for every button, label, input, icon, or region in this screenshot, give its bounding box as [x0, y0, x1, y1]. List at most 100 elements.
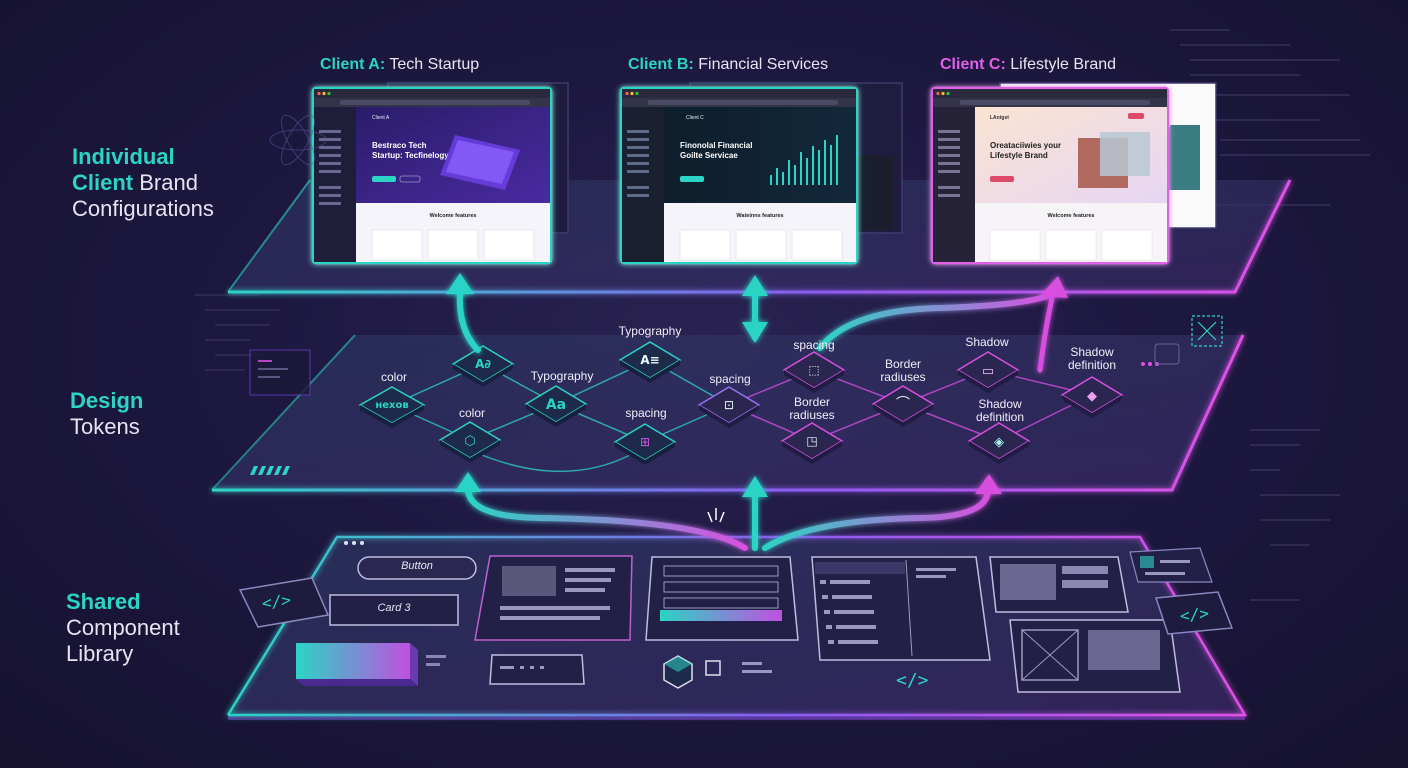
token-glyph-spacing-mid: ⊡	[724, 398, 734, 412]
client-c-section-title: Welcome features	[1048, 213, 1095, 219]
token-label-typography-2: Typography	[618, 324, 682, 338]
code-panel-left	[249, 349, 311, 396]
component-code-left	[238, 577, 330, 628]
sparkle-icon	[707, 508, 725, 523]
client-layer-label: Individual Client Brand Configurations	[72, 144, 214, 222]
arrow-token-to-client-a	[456, 289, 481, 353]
token-label-color-1: color	[380, 370, 408, 384]
client-c-title: Client C: Lifestyle Brand	[940, 56, 1116, 74]
client-b-prefix: Client B:	[628, 56, 694, 73]
component-table	[811, 556, 991, 661]
token-glyph-hex: нexoв	[375, 400, 408, 411]
component-form	[645, 556, 799, 641]
flow-arrows	[446, 273, 1068, 551]
token-glyph-spacing-low: ⊞	[640, 435, 650, 449]
token-glyph-border-low: ◳	[806, 434, 817, 448]
token-layer-label: Design Tokens	[70, 388, 143, 440]
token-label-shadow-def-1: Shadow definition	[975, 397, 1025, 424]
client-b-title: Client B: Financial Services	[628, 56, 828, 74]
token-color-hex-shape	[438, 421, 502, 463]
client-a-nav-title: Client A	[372, 115, 390, 121]
component-card	[329, 594, 459, 626]
token-label-shadow: Shadow	[965, 335, 1009, 349]
code-icon-right: </>	[1180, 603, 1209, 626]
client-c-prefix: Client C:	[940, 56, 1006, 73]
client-a-title: Client A: Tech Startup	[320, 56, 479, 74]
token-spacing-low	[613, 423, 677, 465]
token-typography-top	[618, 341, 682, 383]
window-dots	[344, 541, 364, 545]
token-label-shadow-def-2: Shadow definition	[1067, 345, 1117, 372]
component-card-label: Card 3	[377, 602, 411, 614]
token-spacing-top	[782, 351, 846, 393]
client-b-section-title: Wateinns features	[736, 213, 783, 219]
client-layer-edge	[228, 179, 1292, 294]
token-color-hex	[358, 386, 426, 428]
arrow-library-to-token-right	[762, 489, 991, 551]
token-layer-label-line2: Tokens	[70, 414, 140, 439]
component-mini-button	[489, 654, 585, 685]
token-glyph-aa: Aa	[546, 397, 566, 413]
token-label-border-2: Border radiuses	[880, 357, 926, 384]
component-button	[357, 556, 477, 580]
client-c-nav-title: LAntgst	[990, 115, 1009, 121]
component-cube-icon	[663, 655, 772, 689]
component-image-card	[989, 556, 1129, 613]
client-layer-label-brand: Brand	[133, 170, 198, 195]
code-icon-left: </>	[262, 589, 291, 614]
token-glyph-border-mid: ⌒	[896, 396, 910, 412]
token-border-mid	[871, 385, 935, 427]
token-glyph-shadow-right: ◆	[1087, 389, 1097, 404]
token-typography-aa	[524, 385, 588, 427]
token-shadow-top	[956, 351, 1020, 393]
library-layer-label-line3: Library	[66, 641, 134, 666]
client-layer-label-line1: Individual	[72, 144, 175, 169]
token-label-border-1: Border radiuses	[789, 395, 835, 422]
expand-icon	[1191, 315, 1223, 347]
token-label-typography-1: Typography	[530, 369, 594, 383]
token-glyph-spacing-top: ⬚	[808, 363, 819, 377]
client-a-prefix: Client A:	[320, 56, 386, 73]
library-layer-label: Shared Component Library	[66, 589, 180, 667]
atom-icon	[269, 114, 327, 166]
token-border-low	[780, 422, 844, 464]
component-placeholder-card	[1009, 619, 1181, 693]
client-layer-label-line3: Configurations	[72, 196, 214, 221]
token-shadow-low	[967, 422, 1031, 464]
library-layer-label-line2: Component	[66, 615, 180, 640]
component-lines-small	[426, 655, 446, 666]
token-glyph-a: A∂	[475, 357, 491, 371]
component-window-right	[1129, 547, 1213, 583]
component-code-right	[1154, 591, 1234, 635]
token-shadow-right	[1060, 376, 1124, 418]
client-layer-label-client: Client	[72, 170, 134, 195]
token-layer-label-line1: Design	[70, 388, 144, 413]
client-a-section-title: Welcome features	[430, 213, 477, 219]
client-b-nav-title: Client C	[686, 115, 704, 121]
client-b-name: Financial Services	[698, 56, 829, 73]
arrow-token-to-client-c	[817, 291, 1055, 351]
token-glyph-atype: A≡	[640, 353, 659, 367]
token-label-spacing-3: spacing	[793, 338, 835, 352]
token-glyph-hexagon: ⬡	[464, 434, 475, 449]
token-typography-a	[451, 345, 515, 387]
client-a-name: Tech Startup	[389, 56, 480, 73]
token-label-spacing-2: spacing	[709, 372, 751, 386]
arrow-library-to-token-left	[465, 487, 748, 551]
library-layer-label-line1: Shared	[66, 589, 141, 614]
token-label-color-2: color	[458, 406, 486, 420]
token-glyph-shadow-low: ◈	[994, 435, 1004, 450]
stripe-icon	[250, 466, 290, 475]
client-layer-label-line2: Client Brand	[72, 170, 214, 196]
component-button-label: Button	[401, 560, 433, 572]
token-label-spacing-1: spacing	[625, 406, 667, 420]
token-nodes	[358, 341, 1124, 465]
